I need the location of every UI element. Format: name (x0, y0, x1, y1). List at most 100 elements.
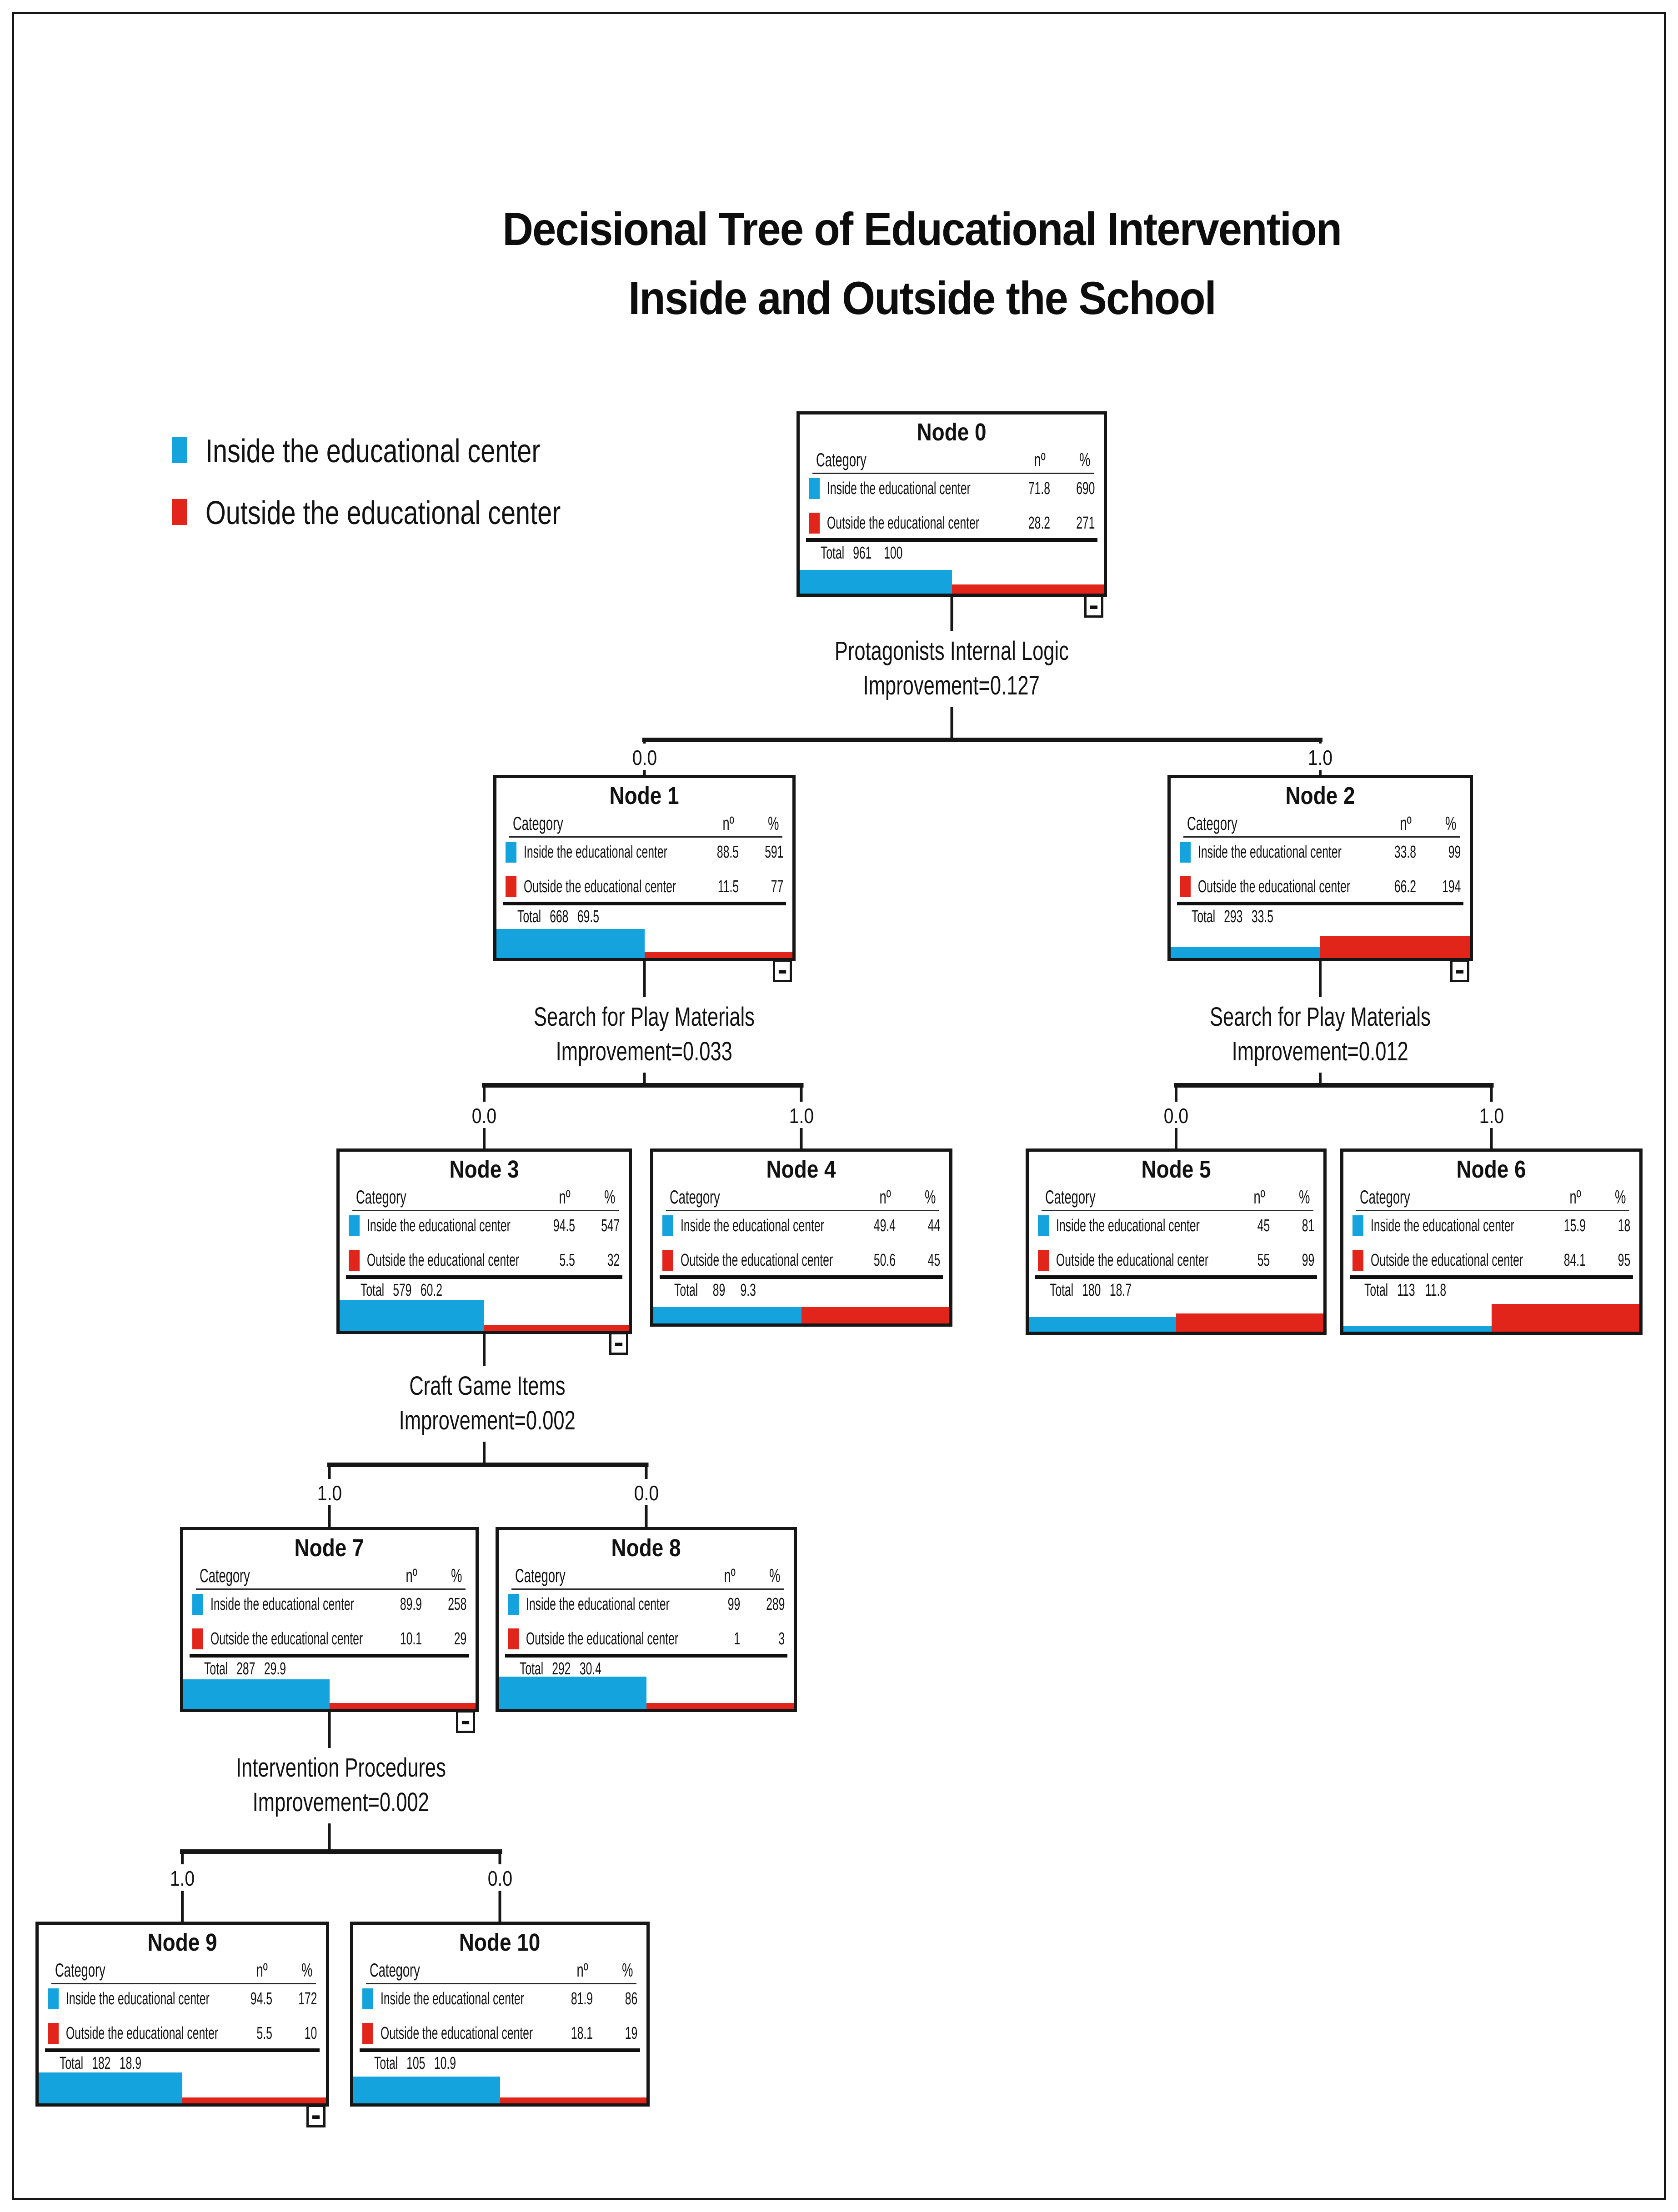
split-2-label: Search for Play Materials Improvement=0.… (1093, 1000, 1548, 1069)
outside-percent-value: 95 (1618, 1251, 1630, 1270)
branch-value-label: 0.0 (1163, 1104, 1189, 1128)
inside-count-value: 88.5 (716, 843, 739, 862)
column-header-percent: % (769, 1565, 780, 1586)
outside-count-value: 18.1 (571, 2024, 593, 2043)
node-4-title: Node 4 (766, 1156, 836, 1183)
minus-icon: - (1455, 953, 1465, 986)
total-divider-line (503, 902, 786, 905)
split-improvement: Improvement=0.002 (399, 1406, 576, 1435)
branch-value-label: 0.0 (487, 1867, 512, 1890)
header-underline (1183, 836, 1460, 838)
column-header-percent: % (767, 813, 779, 834)
inside-category-swatch-icon (1038, 1215, 1049, 1236)
total-percent-value: 293 (1223, 907, 1242, 926)
outside-proportion-bar (644, 952, 792, 958)
total-row-label: Total (520, 1659, 544, 1678)
column-header-count: nº (406, 1565, 417, 1586)
inside-percent-value: 289 (766, 1595, 785, 1614)
split-variable: Intervention Procedures (236, 1753, 446, 1783)
inside-category-swatch-icon (662, 1215, 673, 1236)
inside-category-swatch-icon (1180, 842, 1191, 863)
node-7-collapse-button[interactable]: - (456, 1706, 475, 1735)
node-0-collapse-button[interactable]: - (1084, 590, 1103, 619)
outside-row-label: Outside the educational center (827, 514, 980, 533)
inside-proportion-bar (1029, 1317, 1176, 1332)
outside-row-label: Outside the educational center (66, 2024, 219, 2043)
column-header-percent: % (621, 1959, 633, 1981)
outside-count-value: 50.6 (873, 1251, 896, 1270)
outside-percent-value: 77 (771, 877, 783, 896)
minus-icon: - (461, 1704, 471, 1737)
total-percent-value: 105 (406, 2054, 425, 2073)
minus-icon: - (311, 2098, 321, 2131)
branch-value-label: 1.0 (1307, 746, 1333, 769)
inside-count-value: 71.8 (1028, 479, 1050, 498)
total-row-label: Total (1364, 1281, 1388, 1300)
inside-row-label: Inside the educational center (210, 1595, 354, 1614)
column-header-percent: % (1445, 813, 1456, 834)
inside-proportion-bar (183, 1679, 330, 1709)
header-underline (509, 836, 782, 838)
total-count-value: 18.9 (119, 2054, 141, 2073)
node-7-title: Node 7 (294, 1534, 365, 1562)
inside-row-label: Inside the educational center (1198, 843, 1342, 862)
total-percent-value: 287 (236, 1659, 255, 1678)
total-percent-value: 668 (549, 907, 568, 926)
inside-count-value: 81.9 (571, 1989, 593, 2008)
column-header-percent: % (1614, 1186, 1626, 1208)
branch-value-label: 1.0 (789, 1104, 814, 1128)
outside-count-value: 55 (1257, 1251, 1270, 1270)
inside-proportion-bar (1343, 1326, 1492, 1332)
column-header-category: Category (1360, 1186, 1410, 1208)
column-header-count: nº (559, 1186, 571, 1208)
inside-proportion-bar (496, 929, 645, 958)
column-header-category: Category (1045, 1186, 1096, 1208)
inside-percent-value: 44 (927, 1216, 940, 1235)
header-underline (366, 1983, 636, 1984)
total-count-value: 33.5 (1251, 907, 1273, 926)
total-divider-line (1035, 1275, 1317, 1279)
branch-value-label: 1.0 (1479, 1104, 1504, 1128)
node-10-box: Node 10 Category nº % Inside the educati… (350, 1922, 650, 2107)
legend-outside-swatch-icon (172, 499, 187, 525)
node-6-title: Node 6 (1456, 1156, 1527, 1183)
total-count-value: 30.4 (579, 1659, 601, 1678)
inside-percent-value: 172 (298, 1989, 317, 2008)
total-count-value: 9.3 (740, 1281, 756, 1300)
column-header-count: nº (1569, 1186, 1581, 1208)
outside-percent-value: 271 (1076, 514, 1095, 533)
outside-percent-value: 99 (1302, 1251, 1314, 1270)
outside-category-swatch-icon (362, 2023, 373, 2044)
total-percent-value: 89 (712, 1281, 725, 1300)
outside-proportion-bar (182, 2097, 326, 2103)
split-variable: Search for Play Materials (1210, 1002, 1431, 1032)
total-divider-line (190, 1654, 469, 1658)
total-row-label: Total (1192, 907, 1216, 926)
node-3-collapse-button[interactable]: - (609, 1328, 628, 1357)
branch-value-label: 0.0 (471, 1104, 497, 1128)
column-header-count: nº (724, 1565, 736, 1586)
inside-count-value: 45 (1257, 1216, 1270, 1235)
node-2-collapse-button[interactable]: - (1450, 955, 1469, 984)
outside-row-label: Outside the educational center (1198, 877, 1351, 896)
inside-count-value: 15.9 (1563, 1216, 1586, 1235)
inside-count-value: 94.5 (553, 1216, 575, 1235)
column-header-count: nº (722, 813, 734, 834)
header-underline (1042, 1210, 1313, 1211)
branch-value-label: 0.0 (634, 1481, 659, 1505)
column-header-count: nº (1400, 813, 1412, 834)
header-underline (666, 1210, 939, 1211)
total-divider-line (660, 1275, 943, 1279)
split-improvement: Improvement=0.012 (1232, 1037, 1409, 1066)
node-10-title: Node 10 (459, 1929, 541, 1956)
split-variable: Protagonists Internal Logic (834, 636, 1069, 666)
inside-percent-value: 690 (1076, 479, 1095, 498)
minus-icon: - (614, 1326, 624, 1358)
total-percent-value: 113 (1397, 1281, 1415, 1300)
outside-count-value: 5.5 (559, 1251, 575, 1270)
node-9-collapse-button[interactable]: - (306, 2100, 326, 2129)
outside-row-label: Outside the educational center (524, 877, 676, 896)
node-6-box: Node 6 Category nº % Inside the educatio… (1340, 1148, 1643, 1335)
column-header-count: nº (879, 1186, 891, 1208)
node-1-collapse-button[interactable]: - (773, 955, 792, 984)
